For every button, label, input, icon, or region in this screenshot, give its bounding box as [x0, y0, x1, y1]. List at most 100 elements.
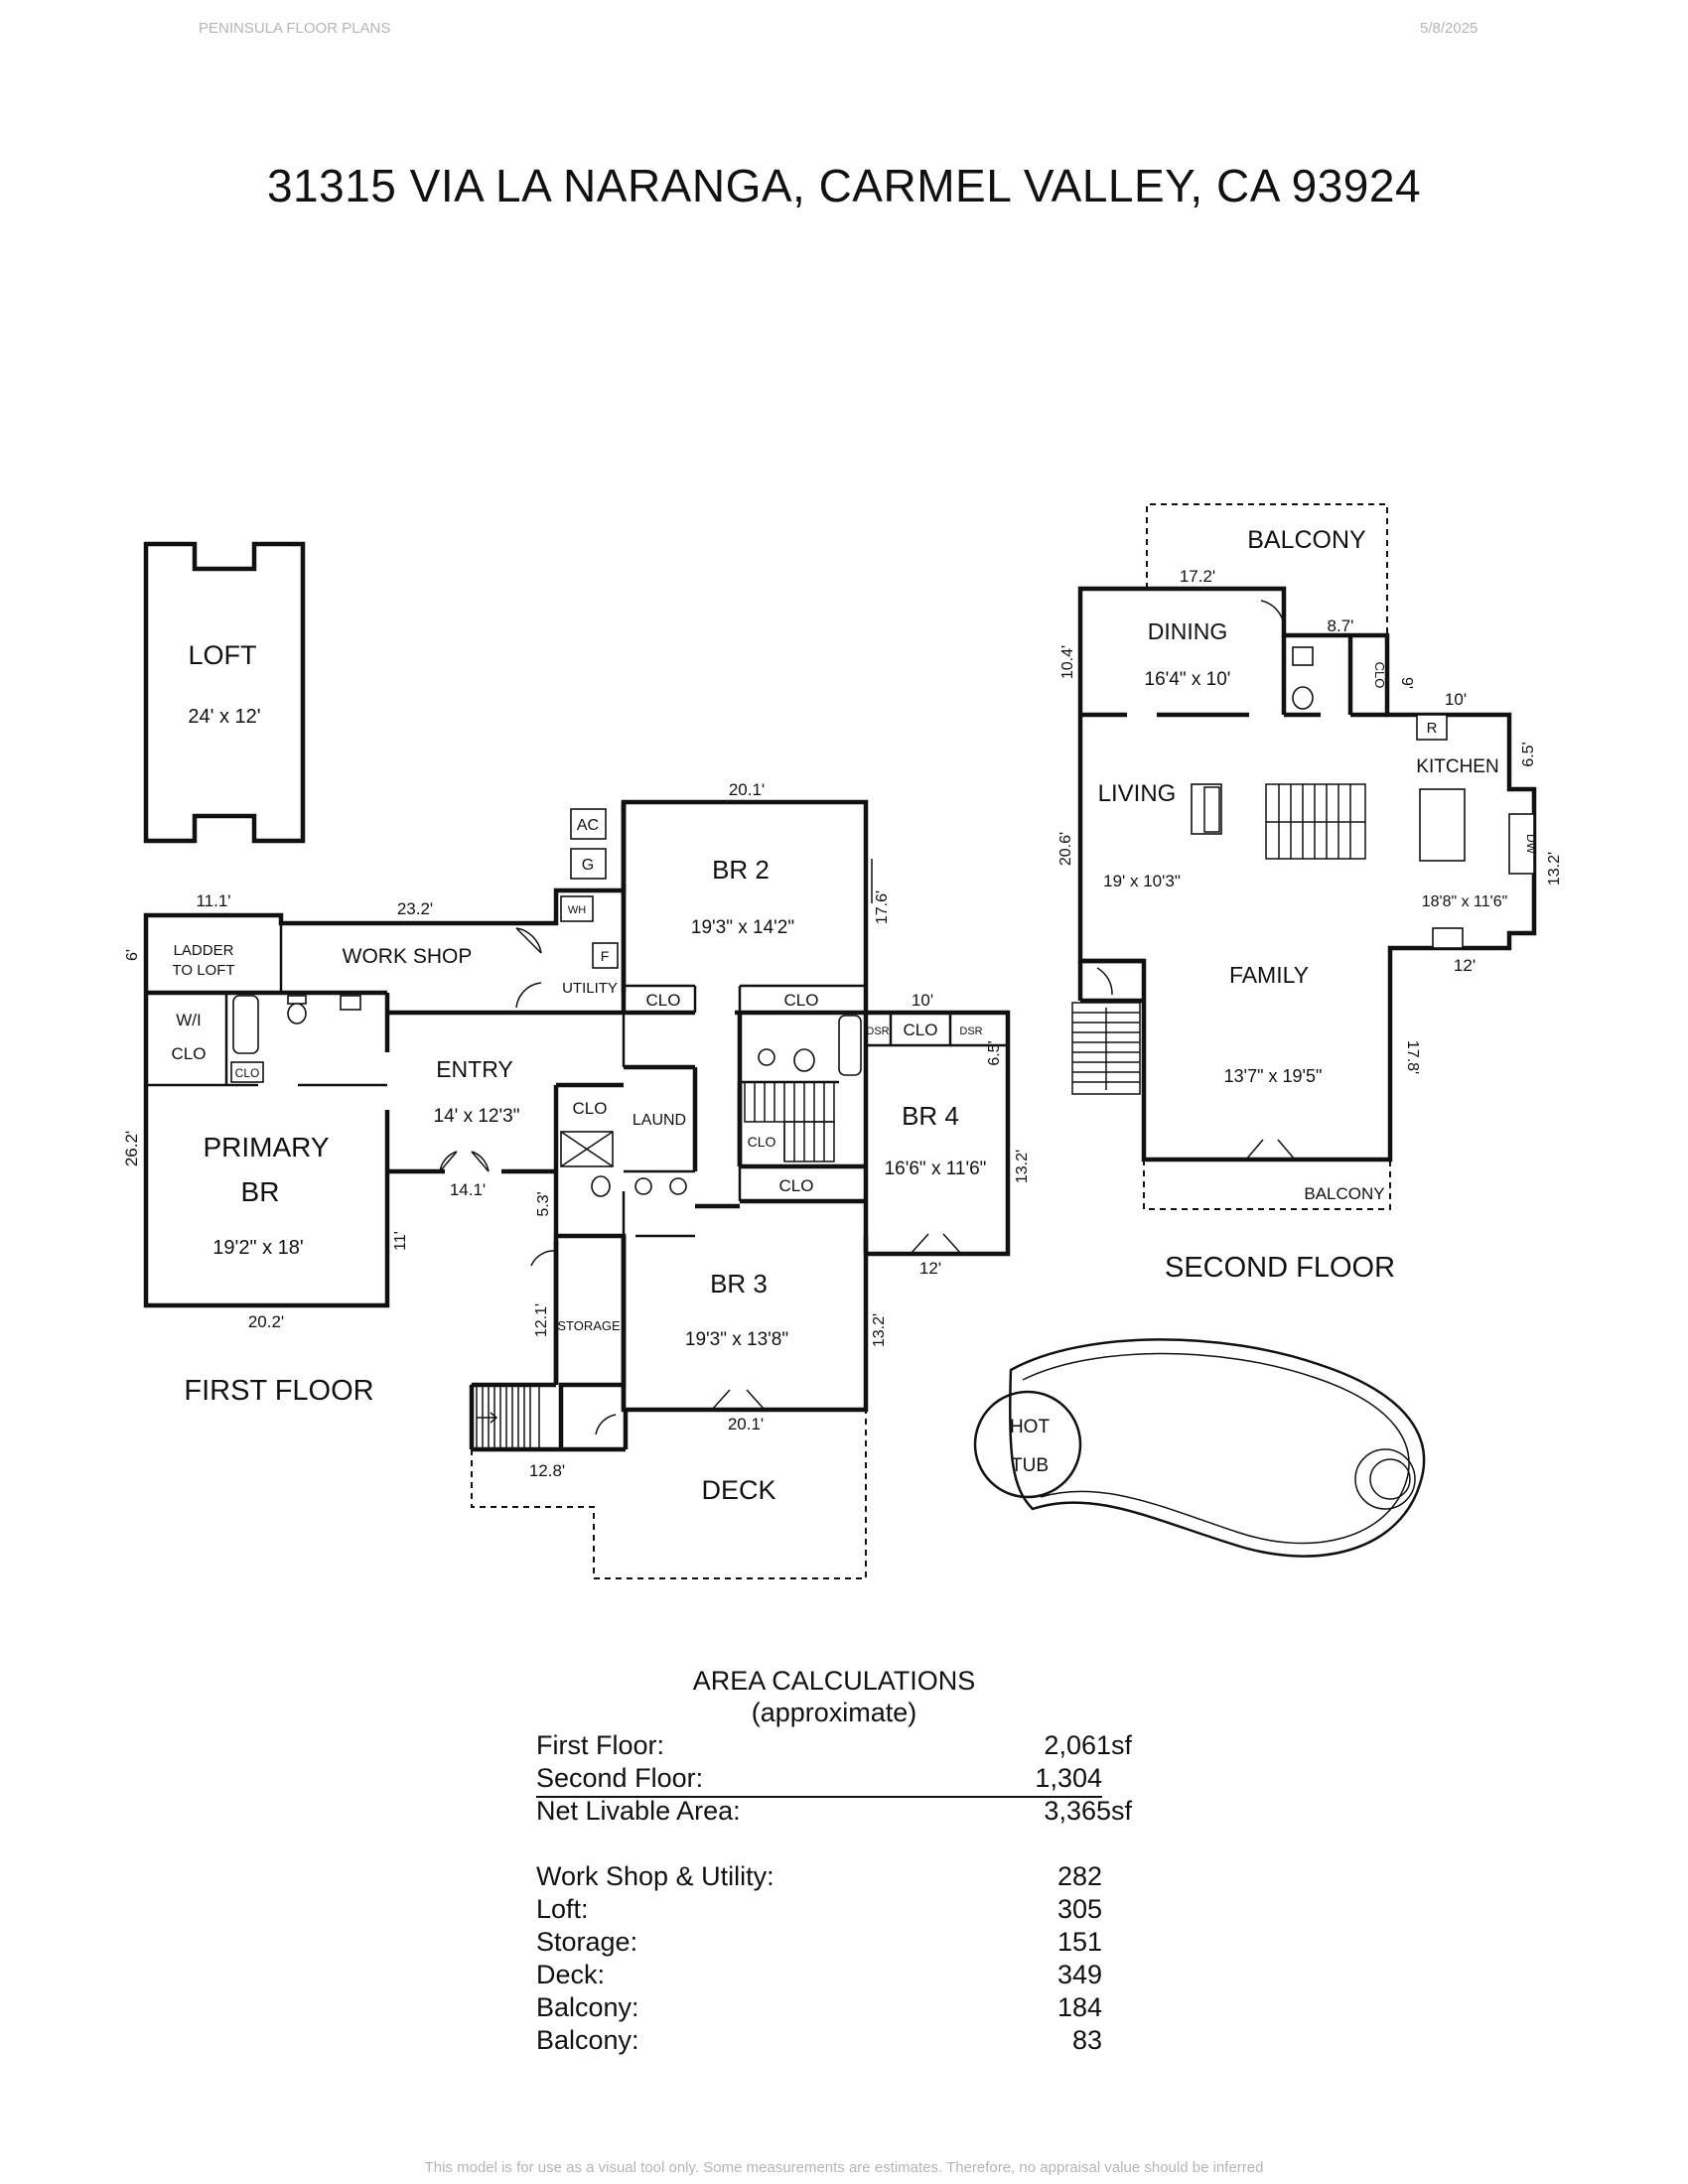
- hall-stairs: [744, 1081, 835, 1162]
- dim-5-3: 5.3': [535, 1191, 552, 1216]
- area-value: 305: [1056, 1894, 1102, 1924]
- dim-23-2: 23.2': [397, 899, 433, 918]
- area-value: 151: [1056, 1927, 1102, 1957]
- clo-label-2: CLO: [784, 991, 819, 1010]
- primary-label-1: PRIMARY: [203, 1132, 329, 1162]
- dsr-label-2: DSR: [959, 1025, 982, 1037]
- area-row-net-livable: Net Livable Area: 3,365sf: [536, 1796, 1132, 1829]
- hot-tub-label-2: TUB: [1011, 1455, 1049, 1476]
- area-label: Balcony:: [536, 2025, 639, 2055]
- wi-clo-label-1: W/I: [176, 1011, 202, 1029]
- dim-17-8: 17.8': [1404, 1040, 1421, 1074]
- kitchen-size: 18'8" x 11'6": [1422, 893, 1508, 910]
- g-label: G: [582, 857, 594, 874]
- first-floor-walls: [143, 799, 1011, 1579]
- dim-20-2: 20.2': [248, 1312, 284, 1331]
- refrigerator-box: [1416, 714, 1448, 741]
- balcony-top-label: BALCONY: [1247, 526, 1366, 554]
- ladder-label-1: LADDER: [174, 942, 234, 959]
- hot-tub-and-pool: HOT TUB: [973, 1338, 1426, 1558]
- area-value: 282: [1056, 1861, 1102, 1891]
- second-floor-dimensions: 17.2' 8.7' 10.4' 9' 10' 6.5' 20.6' 13.2'…: [1057, 567, 1563, 1074]
- dim-14-1: 14.1': [450, 1180, 486, 1199]
- dining-label: DINING: [1148, 618, 1228, 644]
- primary-size: 19'2" x 18': [212, 1237, 303, 1259]
- storage-label: STORAGE: [557, 1318, 621, 1333]
- area-value: 83: [1071, 2025, 1102, 2055]
- area-label: Deck:: [536, 1960, 606, 1989]
- second-floor-labels: BALCONY DINING 16'4" x 10' CLO R KITCHEN…: [1098, 526, 1538, 1284]
- laund-label: LAUND: [633, 1112, 686, 1129]
- first-floor-label: FIRST FLOOR: [184, 1375, 373, 1407]
- area-label: Loft:: [536, 1894, 589, 1924]
- dim-13-2-br3: 13.2': [871, 1313, 888, 1347]
- area-label: Net Livable Area:: [536, 1796, 741, 1826]
- area-row-balcony-2: Balcony: 83: [536, 2025, 1102, 2058]
- r-label: R: [1427, 720, 1438, 737]
- loft-outline: [143, 541, 306, 844]
- area-row-first-floor: First Floor: 2,061sf: [536, 1730, 1132, 1763]
- sink-fixture: [340, 995, 361, 1011]
- br3-label: BR 3: [710, 1269, 768, 1298]
- clo-label-1: CLO: [646, 991, 681, 1010]
- br4-size: 16'6" x 11'6": [885, 1159, 987, 1179]
- wh-label: WH: [568, 904, 586, 916]
- area-row-second-floor: Second Floor: 1,304: [536, 1763, 1102, 1798]
- first-floor-labels: LADDER TO LOFT WORK SHOP UTILITY AC G WH…: [172, 817, 987, 1505]
- kitchen-island: [1419, 788, 1466, 862]
- dim-10-4: 10.4': [1059, 645, 1076, 679]
- bath-clo-label: CLO: [235, 1066, 260, 1080]
- toilet-fixture: [287, 1003, 307, 1024]
- area-row-workshop: Work Shop & Utility: 282: [536, 1861, 1102, 1894]
- dim-12-1: 12.1': [533, 1303, 550, 1337]
- area-value: 1,304: [1035, 1763, 1102, 1793]
- area-label: Work Shop & Utility:: [536, 1861, 774, 1891]
- area-label: First Floor:: [536, 1730, 665, 1760]
- second-floor-label: SECOND FLOOR: [1165, 1252, 1395, 1284]
- deck-label: DECK: [701, 1475, 775, 1505]
- area-subtitle: (approximate): [751, 1698, 917, 1727]
- footer-disclaimer: This model is for use as a visual tool o…: [424, 2159, 1264, 2176]
- dim-17-6: 17.6': [874, 890, 891, 924]
- family-label: FAMILY: [1229, 962, 1309, 988]
- kitchen-label: KITCHEN: [1416, 756, 1498, 777]
- dim-11-1: 11.1': [196, 891, 230, 910]
- dsr-label-1: DSR: [866, 1025, 889, 1037]
- dishwasher-box: [1508, 813, 1535, 875]
- living-label: LIVING: [1098, 780, 1177, 807]
- area-row-storage: Storage: 151: [536, 1927, 1102, 1960]
- clo-label-3: CLO: [573, 1099, 608, 1118]
- ladder-label-2: TO LOFT: [172, 962, 234, 979]
- area-row-balcony-1: Balcony: 184: [536, 1992, 1102, 2025]
- loft-label: LOFT: [188, 640, 256, 670]
- area-label: Second Floor:: [536, 1763, 704, 1793]
- first-floor-stairs: [471, 1384, 540, 1450]
- dim-12: 12': [1454, 956, 1476, 975]
- area-row-loft: Loft: 305: [536, 1894, 1102, 1927]
- header-left-text: PENINSULA FLOOR PLANS: [199, 20, 391, 37]
- dim-17-2: 17.2': [1180, 567, 1215, 586]
- f-label: F: [601, 948, 610, 964]
- dim-6-5: 6.5': [1520, 742, 1537, 766]
- dining-clo-label: CLO: [1372, 662, 1387, 689]
- dim-13-2: 13.2': [1546, 852, 1563, 886]
- dim-6-5: 6.5': [986, 1040, 1003, 1065]
- page-title: 31315 VIA LA NARANGA, CARMEL VALLEY, CA …: [266, 160, 1422, 211]
- dim-9: 9': [1398, 677, 1415, 689]
- hot-tub-label-1: HOT: [1010, 1417, 1051, 1437]
- workshop-label: WORK SHOP: [343, 945, 473, 968]
- dim-10: 10': [912, 991, 933, 1010]
- second-floor-walls: [1071, 503, 1537, 1210]
- living-size: 19' x 10'3": [1103, 872, 1181, 890]
- dim-20-1-top: 20.1': [729, 780, 765, 799]
- dim-8-7: 8.7': [1328, 616, 1354, 635]
- range-box: [1432, 927, 1464, 949]
- furnace-box: [592, 942, 619, 969]
- area-value: 349: [1056, 1960, 1102, 1989]
- gas-meter-box: [570, 848, 607, 880]
- dim-11: 11': [392, 1231, 409, 1251]
- dim-20-6: 20.6': [1057, 832, 1074, 866]
- dim-10: 10': [1445, 690, 1467, 709]
- entry-label: ENTRY: [436, 1056, 513, 1082]
